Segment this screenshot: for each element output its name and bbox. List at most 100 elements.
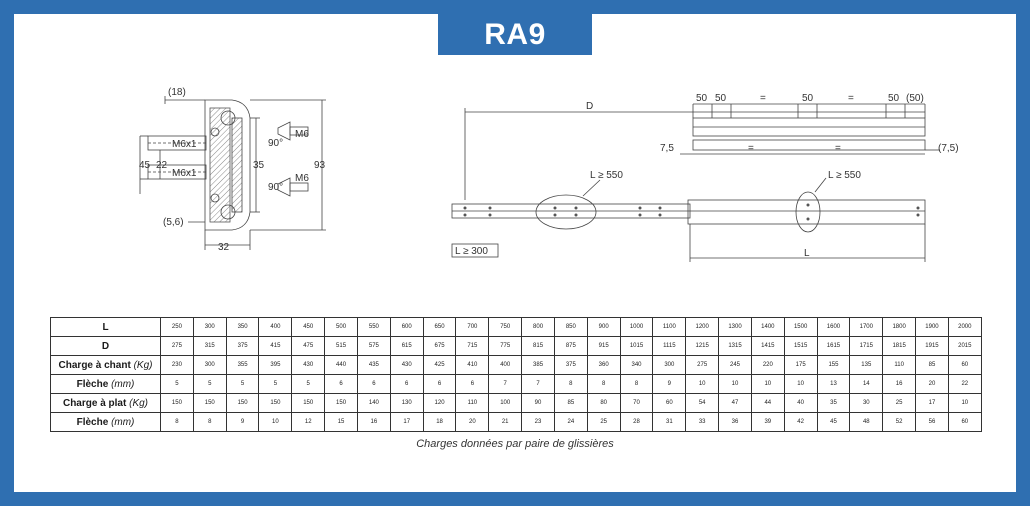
- table-cell: 110: [882, 355, 917, 375]
- table-cell: 615: [389, 336, 424, 356]
- table-cell: 6: [422, 374, 457, 394]
- table-cell: 245: [718, 355, 752, 375]
- table-cell: 80: [586, 393, 621, 413]
- row-header: D: [50, 336, 161, 356]
- table-cell: 300: [192, 317, 227, 337]
- table-cell: 375: [553, 355, 588, 375]
- table-cell: 1400: [750, 317, 785, 337]
- table-cell: 85: [553, 393, 588, 413]
- table-cell: 10: [750, 374, 785, 394]
- table-cell: 20: [915, 374, 949, 394]
- table-cell: 15: [324, 412, 358, 432]
- table-cell: 47: [718, 393, 752, 413]
- row-header: L: [50, 317, 161, 337]
- table-cell: 700: [455, 317, 490, 337]
- table-cell: 600: [389, 317, 424, 337]
- table-cell: 150: [258, 393, 293, 413]
- table-cell: 52: [882, 412, 917, 432]
- table-cell: 815: [521, 336, 555, 356]
- table-cell: 350: [225, 317, 260, 337]
- table-cell: 6: [389, 374, 424, 394]
- table-cell: 430: [291, 355, 326, 375]
- table-cell: 395: [258, 355, 293, 375]
- table-cell: 135: [849, 355, 884, 375]
- table-cell: 56: [915, 412, 949, 432]
- table-cell: 33: [685, 412, 720, 432]
- table-cell: 36: [718, 412, 752, 432]
- row-label: Flèche: [76, 416, 109, 428]
- row-label: Charge à chant: [58, 359, 131, 371]
- table-cell: 650: [422, 317, 457, 337]
- table-cell: 150: [291, 393, 326, 413]
- table-cell: 5: [225, 374, 260, 394]
- table-cell: 7: [488, 374, 523, 394]
- row-header: Charge à plat (Kg): [50, 393, 161, 413]
- table-cell: 915: [586, 336, 621, 356]
- table-cell: 355: [225, 355, 260, 375]
- table-cell: 60: [947, 355, 982, 375]
- table-cell: 275: [685, 355, 720, 375]
- table-cell: 1900: [915, 317, 949, 337]
- table-cell: 1315: [718, 336, 752, 356]
- table-cell: 20: [455, 412, 490, 432]
- table-cell: 8: [586, 374, 621, 394]
- table-cell: 22: [947, 374, 982, 394]
- table-cell: 175: [783, 355, 818, 375]
- table-cell: 1700: [849, 317, 884, 337]
- table-cell: 220: [750, 355, 785, 375]
- table-cell: 800: [521, 317, 555, 337]
- table-cell: 5: [160, 374, 194, 394]
- table-cell: 5: [258, 374, 293, 394]
- table-cell: 6: [356, 374, 391, 394]
- row-label: L: [102, 321, 109, 333]
- table-cell: 130: [389, 393, 424, 413]
- table-cell: 140: [356, 393, 391, 413]
- table-cell: 31: [652, 412, 687, 432]
- table-cell: 1815: [882, 336, 917, 356]
- table-cell: 1500: [783, 317, 818, 337]
- table-cell: 875: [553, 336, 588, 356]
- table-cell: 400: [258, 317, 293, 337]
- table-cell: 8: [619, 374, 654, 394]
- table-cell: 30: [849, 393, 884, 413]
- table-cell: 150: [192, 393, 227, 413]
- table-cell: 1800: [882, 317, 917, 337]
- table-cell: 9: [225, 412, 260, 432]
- table-cell: 155: [816, 355, 851, 375]
- table-cell: 2015: [947, 336, 982, 356]
- table-cell: 425: [422, 355, 457, 375]
- table-cell: 300: [192, 355, 227, 375]
- table-cell: 1000: [619, 317, 654, 337]
- row-label: D: [101, 340, 110, 352]
- table-cell: 7: [521, 374, 555, 394]
- table-cell: 575: [356, 336, 391, 356]
- table-cell: 16: [882, 374, 917, 394]
- table-cell: 1515: [783, 336, 818, 356]
- table-cell: 48: [849, 412, 884, 432]
- table-cell: 23: [521, 412, 555, 432]
- table-cell: 24: [553, 412, 588, 432]
- table-cell: 360: [586, 355, 621, 375]
- table-cell: 1115: [652, 336, 687, 356]
- page-title: RA9: [438, 14, 592, 55]
- table-cell: 10: [258, 412, 293, 432]
- table-cell: 5: [291, 374, 326, 394]
- row-header: Charge à chant (Kg): [50, 355, 161, 375]
- table-cell: 8: [553, 374, 588, 394]
- table-cell: 17: [915, 393, 949, 413]
- table-cell: 300: [652, 355, 687, 375]
- table-cell: 90: [521, 393, 555, 413]
- table-cell: 60: [947, 412, 982, 432]
- table-cell: 750: [488, 317, 523, 337]
- table-cell: 1600: [816, 317, 851, 337]
- table-cell: 45: [816, 412, 851, 432]
- row-label: Flèche: [76, 378, 109, 390]
- table-cell: 110: [455, 393, 490, 413]
- table-cell: 410: [455, 355, 490, 375]
- table-cell: 6: [455, 374, 490, 394]
